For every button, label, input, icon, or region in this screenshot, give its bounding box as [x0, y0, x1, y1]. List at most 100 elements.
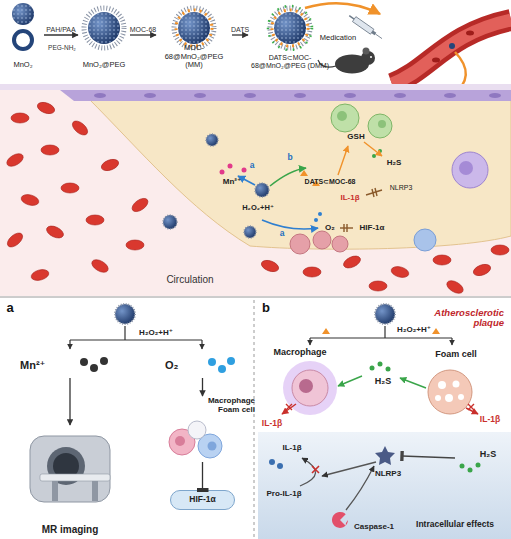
nanoparticle-icon — [206, 134, 218, 146]
nanoparticle-icon — [268, 6, 312, 50]
nanoparticle-icon — [163, 215, 177, 229]
red-blood-cell — [86, 215, 104, 225]
nanoparticle-icon — [178, 12, 210, 44]
endothelium — [294, 93, 306, 98]
mri-scanner-icon — [30, 436, 110, 502]
pathway-arrow — [346, 466, 374, 510]
ion-dots — [90, 364, 98, 372]
text-label: DATS⊂MOC-68 — [305, 178, 356, 186]
split-line — [451, 338, 452, 345]
mouse-icon — [370, 56, 372, 58]
split-line — [70, 326, 452, 349]
ion-dots — [80, 358, 88, 366]
connector — [44, 34, 78, 35]
intracellular-band — [258, 432, 511, 539]
cell-icon — [169, 421, 222, 458]
nanoparticle-icon — [272, 10, 308, 46]
plaque-cell — [368, 114, 392, 138]
delivery-arrow — [305, 3, 380, 14]
text-label: Mn²⁺ — [223, 178, 241, 187]
nanoparticle-icon — [12, 3, 312, 50]
text-label: IL-1β — [480, 415, 500, 424]
process-arrow — [238, 142, 382, 232]
vessel-lumen — [0, 84, 511, 296]
mri-scanner-icon — [40, 474, 110, 481]
process-arrow — [364, 142, 382, 156]
particle-step: DATS⊂MOC-68@MnO₂@PEG (DMM) — [248, 0, 332, 70]
text-label: GSH — [347, 133, 364, 142]
node-text: MOC-68@MnO₂@PEG (MM) — [156, 44, 232, 70]
ion-dots — [227, 357, 235, 365]
mouse-icon — [318, 48, 375, 74]
plaque-cell — [290, 234, 310, 254]
plaque-cell — [313, 231, 331, 249]
connector — [69, 378, 70, 425]
text-label: Medication — [320, 34, 356, 42]
text-label: Atherosclerotic plaque — [420, 308, 504, 329]
red-blood-cell — [445, 278, 466, 296]
process-arrow — [262, 220, 318, 229]
edge-label: MOC-68 — [130, 26, 156, 33]
cell-icon — [208, 442, 217, 451]
mri-scanner-icon — [52, 481, 58, 501]
cell-icon — [458, 394, 464, 400]
endothelium — [60, 90, 511, 101]
node-text: DATS⊂MOC-68@MnO₂@PEG (DMM) — [248, 54, 332, 70]
blood-vessel-icon — [432, 58, 440, 63]
delivery-arrow — [305, 3, 466, 96]
red-blood-cell — [390, 265, 410, 279]
red-blood-cell — [36, 100, 56, 116]
split-line — [310, 326, 452, 338]
text-label: H₂O₂+H⁺ — [397, 326, 431, 335]
ion-dots — [220, 149, 383, 222]
process-arrow — [346, 224, 347, 232]
red-blood-cell — [342, 254, 363, 271]
cell-group: Macrophage Foam cell — [150, 396, 255, 462]
process-arrow — [282, 404, 296, 414]
cell-icon — [283, 328, 472, 415]
mri-scanner-icon — [30, 436, 110, 502]
text-label: a — [6, 301, 13, 315]
red-blood-cell — [369, 281, 387, 291]
blood-vessel-icon — [392, 20, 511, 84]
pathway-arrow — [402, 456, 455, 458]
text-label: H₂O₂+H⁺ — [139, 329, 173, 338]
plaque-cell — [332, 236, 348, 252]
plaque-cell — [378, 120, 386, 128]
red-blood-cell — [491, 245, 509, 255]
nanoparticle-icon — [255, 183, 269, 197]
process-arrow — [343, 224, 344, 232]
cell-icon — [428, 370, 472, 414]
pathway-symbol — [277, 463, 283, 469]
ion-dots — [242, 168, 247, 173]
vessel-lumen — [0, 84, 511, 90]
mri-scanner-icon — [92, 481, 98, 501]
text-label: H₂S — [387, 159, 402, 168]
text-label: H₂S — [375, 377, 392, 387]
node-text: MnO₂@PEG — [83, 61, 126, 70]
panel-divider — [0, 297, 511, 298]
process-arrow — [378, 362, 383, 367]
ion-node: Mn²⁺ — [20, 352, 120, 378]
syringe-icon — [352, 17, 373, 35]
cell-icon — [438, 381, 446, 389]
text-label: a — [280, 229, 285, 238]
process-arrow — [468, 404, 474, 410]
process-arrow — [400, 378, 426, 388]
split-line — [69, 340, 70, 349]
cell-icon — [292, 370, 328, 406]
node-text: Mn²⁺ — [20, 359, 45, 372]
pathway-symbol — [269, 459, 275, 465]
red-blood-cell — [126, 240, 144, 250]
red-blood-cell — [5, 230, 25, 249]
node-text: Macrophage Foam cell — [203, 396, 255, 414]
mouse-icon — [363, 48, 370, 55]
pathway-symbol — [460, 464, 465, 469]
pathway-symbol — [468, 468, 473, 473]
process-arrow — [286, 404, 292, 410]
connector — [202, 378, 203, 396]
text-label: PEG-NH₂ — [48, 44, 76, 51]
connector — [202, 462, 203, 490]
ion-dots — [318, 212, 322, 216]
